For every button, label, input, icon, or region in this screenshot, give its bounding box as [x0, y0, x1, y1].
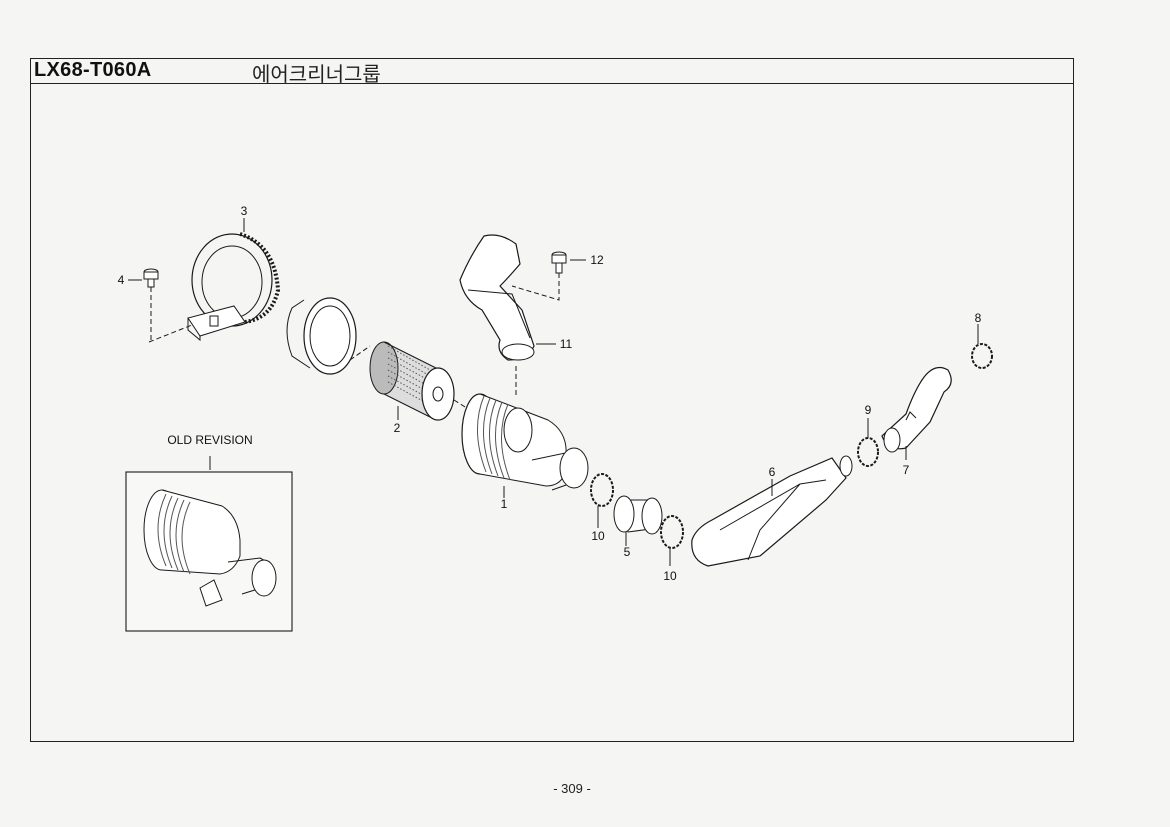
- hose-clamp-8: [971, 343, 993, 369]
- intake-elbow-11: [459, 234, 535, 361]
- callout-7: 7: [903, 463, 910, 477]
- callout-11: 11: [560, 337, 573, 351]
- callout-12: 12: [590, 253, 604, 267]
- hose-clamp-10a: [590, 473, 614, 507]
- old-revision-label: OLD REVISION: [167, 433, 252, 447]
- callout-9: 9: [865, 403, 872, 417]
- hose-7: [881, 367, 952, 453]
- callout-1: 1: [501, 497, 508, 511]
- bolt-4: [143, 268, 193, 343]
- callout-3: 3: [241, 204, 248, 218]
- mounting-band-3: [187, 232, 281, 342]
- hose-5: [613, 495, 663, 535]
- callout-4: 4: [118, 273, 125, 287]
- callout-2: 2: [394, 421, 401, 435]
- drawing-frame: [30, 58, 1074, 742]
- callout-numbers: 1 2 3 4 5 6 7 8 9 10 10 11 12: [118, 204, 982, 583]
- part-group-name: 에어크리너그룹: [252, 62, 381, 86]
- hose-clamp-10b: [660, 515, 684, 549]
- air-cleaner-housing-1: [461, 366, 589, 491]
- callout-6: 6: [769, 465, 776, 479]
- callout-5: 5: [624, 545, 631, 559]
- part-group-code: LX68-T060A: [34, 59, 152, 81]
- callout-8: 8: [975, 311, 982, 325]
- callout-10b: 10: [663, 569, 677, 583]
- filter-element-2: [369, 341, 471, 421]
- old-revision-inset: OLD REVISION: [125, 433, 293, 632]
- bolt-12: [511, 251, 567, 301]
- callout-10a: 10: [591, 529, 605, 543]
- intake-duct-6: [691, 455, 853, 567]
- callout-leaders: [128, 218, 979, 566]
- page-number: - 309 -: [553, 781, 591, 796]
- title-bar: LX68-T060A 에어크리너그룹: [30, 58, 1074, 86]
- dust-cap: [286, 297, 371, 375]
- hose-clamp-9: [857, 437, 879, 467]
